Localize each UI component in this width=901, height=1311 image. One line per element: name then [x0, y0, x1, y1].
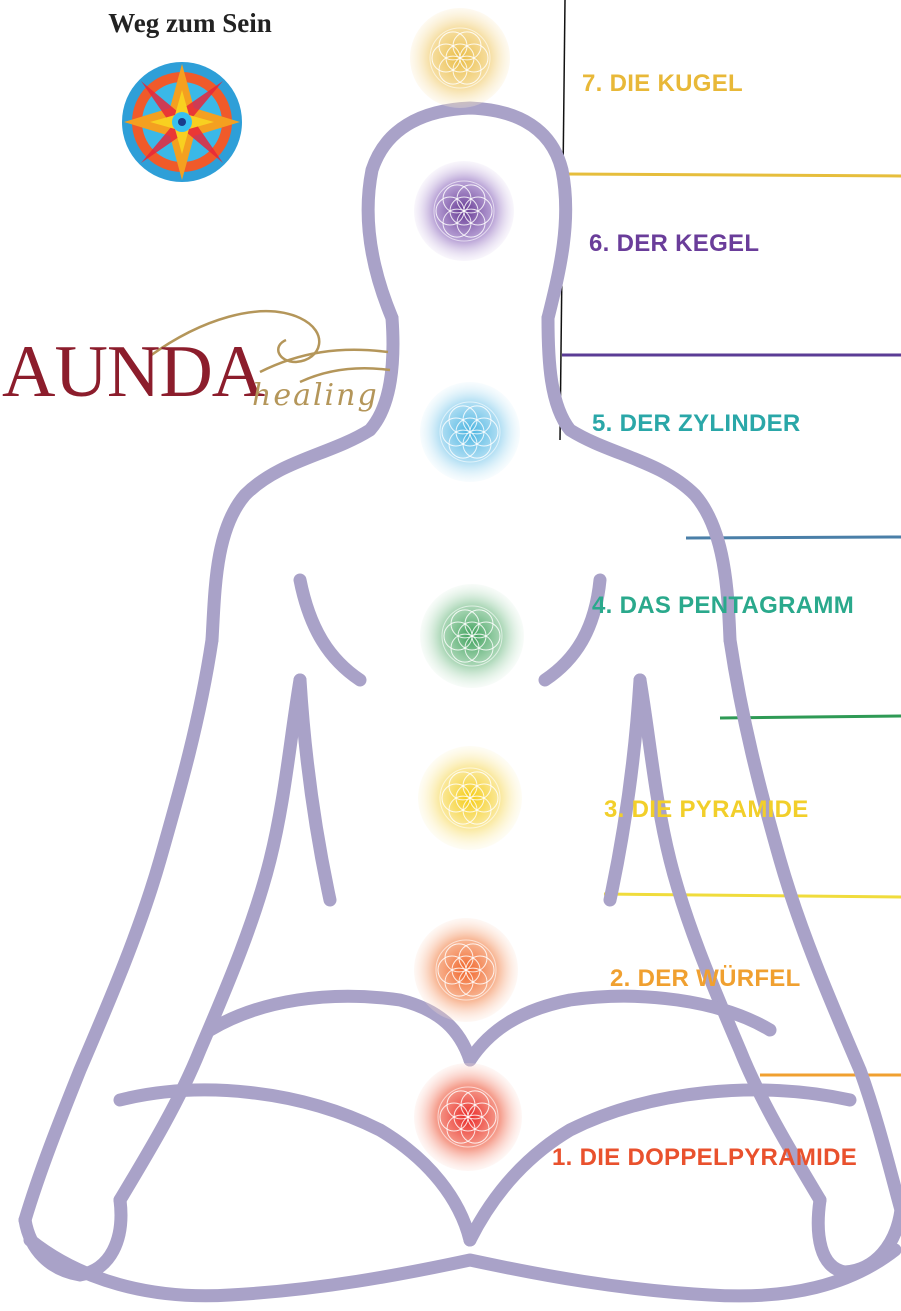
brand-logo-script: healing: [252, 378, 379, 413]
chakra-6-orb: [414, 161, 514, 261]
chakra-label-3: 3. DIE PYRAMIDE: [604, 796, 809, 824]
left-torso: [300, 680, 330, 900]
lap-bottom: [30, 1240, 895, 1296]
right-arm-outer: [730, 640, 901, 1210]
right-arm-inner: [640, 680, 820, 1200]
chakra-7-orb: [410, 8, 510, 108]
left-arm-outer: [25, 640, 212, 1220]
chakra-4-orb: [420, 584, 524, 688]
chakra-label-2: 2. DER WÜRFEL: [610, 965, 801, 993]
chakra-5-orb: [420, 382, 520, 482]
chakra-1-orb: [414, 1063, 522, 1171]
page-title: Weg zum Sein: [70, 8, 310, 39]
left-arm-inner: [120, 680, 300, 1200]
chakra-label-1: 1. DIE DOPPELPYRAMIDE: [552, 1144, 901, 1172]
right-torso: [610, 680, 640, 900]
chakra-3-orb: [418, 746, 522, 850]
mandala-logo-icon: [122, 62, 242, 182]
chakra-label-4: 4. DAS PENTAGRAMM: [592, 592, 901, 620]
chakra-label-7: 7. DIE KUGEL: [582, 70, 743, 98]
brand-logo-text: AUNDA: [2, 330, 264, 415]
chakra-label-5: 5. DER ZYLINDER: [592, 410, 801, 438]
left-chest: [300, 580, 360, 680]
chakra-label-6: 6. DER KEGEL: [589, 230, 759, 258]
divider-line-7: [565, 174, 901, 176]
divider-line-3: [604, 894, 901, 897]
chakra-2-orb: [414, 918, 518, 1022]
